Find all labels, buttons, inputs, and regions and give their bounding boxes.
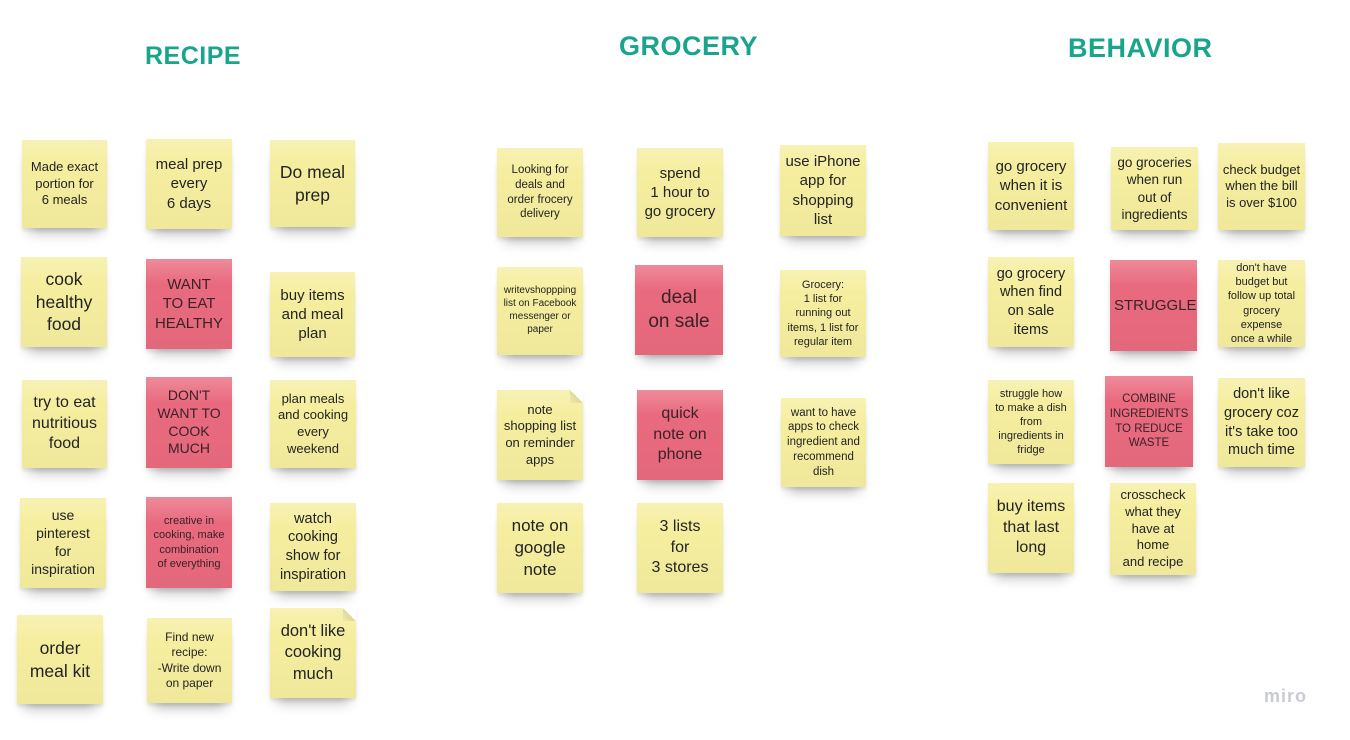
- sticky-note[interactable]: order meal kit: [17, 615, 103, 704]
- sticky-note-text: don't like cooking much: [280, 622, 346, 683]
- sticky-note[interactable]: check budget when the bill is over $100: [1218, 143, 1305, 230]
- sticky-note-text: writevshoppping list on Facebook messeng…: [503, 285, 577, 335]
- sticky-note-text: watch cooking show for inspiration: [279, 510, 347, 583]
- sticky-note[interactable]: go grocery when it is convenient: [988, 142, 1074, 230]
- sticky-note[interactable]: buy items that last long: [988, 483, 1074, 573]
- sticky-note-text: Grocery: 1 list for running out items, 1…: [787, 279, 859, 348]
- sticky-note-text: WANT TO EAT HEALTHY: [154, 276, 224, 332]
- miro-logo: miro: [1264, 686, 1308, 706]
- sticky-note-text: use iPhone app for shopping list: [785, 153, 861, 228]
- sticky-note-text: Looking for deals and order frocery deli…: [507, 164, 573, 221]
- sticky-note-text: crosscheck what they have at home and re…: [1120, 487, 1186, 569]
- sticky-note[interactable]: creative in cooking, make combination of…: [146, 497, 232, 588]
- section-title-behavior[interactable]: BEHAVIOR: [1068, 33, 1213, 63]
- folded-corner: [570, 390, 583, 403]
- sticky-note[interactable]: WANT TO EAT HEALTHY: [146, 259, 232, 349]
- sticky-note-text: order meal kit: [29, 638, 91, 681]
- sticky-note[interactable]: go grocery when find on sale items: [988, 257, 1074, 347]
- sticky-note-text: go grocery when find on sale items: [996, 265, 1066, 338]
- sticky-note[interactable]: cook healthy food: [21, 257, 107, 347]
- sticky-note[interactable]: want to have apps to check ingredient an…: [781, 398, 866, 487]
- sticky-note-text: use pinterest for inspiration: [31, 507, 95, 577]
- sticky-note[interactable]: Looking for deals and order frocery deli…: [497, 148, 583, 237]
- sticky-note[interactable]: COMBINE INGREDIENTS TO REDUCE WASTE: [1105, 376, 1193, 467]
- sticky-note-text: try to eat nutritious food: [32, 394, 97, 453]
- sticky-note[interactable]: Grocery: 1 list for running out items, 1…: [780, 270, 866, 357]
- sticky-note-text: Find new recipe: -Write down on paper: [157, 629, 222, 690]
- section-title-recipe[interactable]: RECIPE: [145, 42, 242, 70]
- sticky-note[interactable]: use iPhone app for shopping list: [780, 145, 866, 236]
- sticky-note-text: deal on sale: [648, 286, 710, 332]
- sticky-note[interactable]: writevshoppping list on Facebook messeng…: [497, 267, 583, 355]
- sticky-note-text: go groceries when run out of ingredients: [1117, 154, 1192, 222]
- sticky-note[interactable]: STRUGGLE: [1110, 260, 1197, 351]
- sticky-note[interactable]: note on google note: [497, 503, 583, 593]
- sticky-note[interactable]: plan meals and cooking every weekend: [270, 380, 356, 468]
- sticky-note[interactable]: use pinterest for inspiration: [20, 498, 106, 588]
- sticky-note[interactable]: buy items and meal plan: [270, 272, 355, 357]
- sticky-note[interactable]: crosscheck what they have at home and re…: [1110, 483, 1196, 575]
- sticky-note-text: STRUGGLE: [1114, 296, 1197, 314]
- sticky-note[interactable]: note shopping list on reminder apps: [497, 390, 583, 480]
- sticky-note-text: check budget when the bill is over $100: [1222, 161, 1301, 210]
- sticky-note-text: don't have budget but follow up total gr…: [1227, 262, 1296, 345]
- sticky-note[interactable]: go groceries when run out of ingredients: [1111, 147, 1198, 230]
- sticky-note[interactable]: struggle how to make a dish from ingredi…: [988, 380, 1074, 464]
- sticky-note[interactable]: Find new recipe: -Write down on paper: [147, 618, 232, 703]
- sticky-note-text: don't like grocery coz it's take too muc…: [1224, 386, 1299, 459]
- sticky-note-text: want to have apps to check ingredient an…: [787, 406, 860, 478]
- sticky-note[interactable]: spend 1 hour to go grocery: [637, 148, 723, 237]
- sticky-note-text: cook healthy food: [35, 269, 93, 335]
- sticky-note-text: creative in cooking, make combination of…: [153, 515, 225, 570]
- sticky-note[interactable]: watch cooking show for inspiration: [270, 503, 356, 591]
- sticky-note[interactable]: don't like cooking much: [270, 608, 356, 698]
- sticky-note-text: struggle how to make a dish from ingredi…: [995, 387, 1067, 457]
- folded-corner: [343, 608, 356, 621]
- sticky-note-text: DON'T WANT TO COOK MUCH: [157, 386, 221, 457]
- sticky-note[interactable]: Do meal prep: [270, 140, 355, 227]
- sticky-note-text: 3 lists for 3 stores: [651, 518, 709, 577]
- sticky-note-text: buy items that last long: [996, 498, 1066, 557]
- sticky-note-text: buy items and meal plan: [280, 286, 345, 343]
- sticky-note[interactable]: meal prep every 6 days: [146, 139, 232, 229]
- sticky-note[interactable]: Made exact portion for 6 meals: [22, 140, 107, 228]
- sticky-note[interactable]: deal on sale: [635, 265, 723, 355]
- sticky-note[interactable]: 3 lists for 3 stores: [637, 503, 723, 593]
- sticky-note-text: Do meal prep: [279, 162, 346, 205]
- sticky-note[interactable]: don't have budget but follow up total gr…: [1218, 260, 1305, 347]
- sticky-note[interactable]: try to eat nutritious food: [22, 380, 107, 468]
- sticky-note-text: meal prep every 6 days: [155, 156, 223, 212]
- sticky-note-text: COMBINE INGREDIENTS TO REDUCE WASTE: [1109, 393, 1189, 450]
- sticky-note[interactable]: quick note on phone: [637, 390, 723, 480]
- sticky-note-text: Made exact portion for 6 meals: [30, 159, 99, 208]
- sticky-note-text: plan meals and cooking every weekend: [277, 390, 349, 456]
- sticky-note-text: spend 1 hour to go grocery: [644, 164, 716, 221]
- sticky-note-text: note shopping list on reminder apps: [503, 401, 577, 467]
- sticky-note-text: note on google note: [511, 516, 569, 579]
- sticky-note-text: quick note on phone: [653, 405, 707, 464]
- section-title-grocery[interactable]: GROCERY: [619, 31, 759, 61]
- sticky-note[interactable]: DON'T WANT TO COOK MUCH: [146, 377, 232, 468]
- sticky-note-text: go grocery when it is convenient: [994, 158, 1068, 214]
- sticky-note[interactable]: don't like grocery coz it's take too muc…: [1218, 378, 1305, 467]
